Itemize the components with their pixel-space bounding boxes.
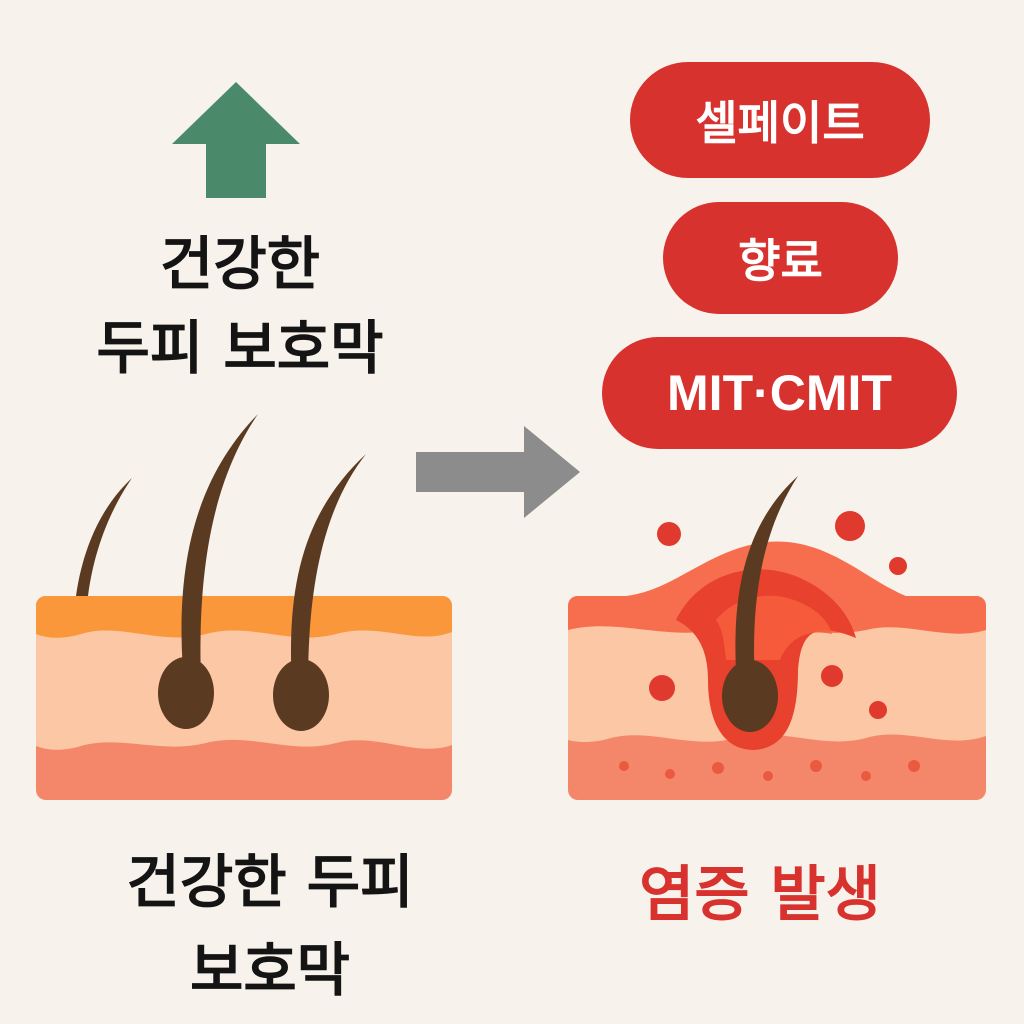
inflammation-dot — [908, 760, 920, 772]
caption-line-1: 건강한 두피 — [126, 848, 414, 916]
hair-follicle — [722, 660, 778, 732]
hair-follicle — [273, 659, 329, 731]
inflammation-dot — [835, 511, 865, 541]
healthy-skin-illustration — [36, 414, 452, 800]
skin-middle-layer — [36, 630, 452, 750]
hair-strand — [181, 414, 258, 685]
inflamed-skin-illustration — [568, 476, 986, 800]
inflammation-dot — [657, 522, 681, 546]
ingredient-pill-sulfate: 셀페이트 — [630, 62, 930, 178]
arrow-right-icon — [416, 426, 580, 518]
inflammation-dot — [712, 762, 724, 774]
inflammation-dot — [861, 771, 871, 781]
healthy-scalp-caption: 건강한 두피 보호막 — [60, 838, 480, 1014]
ingredient-label: 셀페이트 — [695, 96, 865, 150]
inflammation-caption: 염증 발생 — [639, 860, 881, 930]
inflammation-dot — [869, 701, 887, 719]
heading-line-2: 두피 보호막 — [96, 314, 384, 382]
arrow-up-icon — [172, 82, 300, 198]
inflammation-dot — [763, 771, 773, 781]
inflammation-dot — [821, 665, 843, 687]
skin-surface-layer — [36, 596, 452, 638]
ingredient-pill-fragrance: 향료 — [663, 202, 898, 314]
ingredient-pill-mit-cmit: MIT·CMIT — [602, 337, 957, 449]
heading-line-1: 건강한 — [159, 230, 321, 298]
hair-follicle — [158, 657, 214, 729]
ingredient-label: MIT·CMIT — [667, 365, 892, 421]
inflammation-dot — [619, 761, 629, 771]
inflammation-dot — [665, 769, 675, 779]
inflammation-dot — [810, 760, 822, 772]
ingredient-label: 향료 — [738, 234, 823, 288]
inflammation-dot — [889, 557, 907, 575]
inflammation-dot — [649, 675, 675, 701]
caption-line-2: 보호막 — [189, 936, 351, 1004]
hair-strand — [290, 454, 366, 685]
hair-strand — [76, 478, 132, 596]
hair-strand — [735, 476, 798, 700]
healthy-scalp-heading: 건강한 두피 보호막 — [40, 222, 440, 390]
